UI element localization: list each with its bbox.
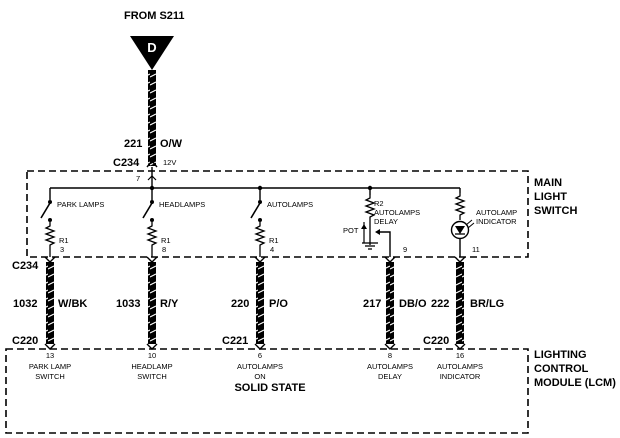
main-light-switch-title-1: MAIN bbox=[534, 177, 562, 189]
autolamps-switch-contact-lower bbox=[258, 218, 262, 222]
park-switch-arm bbox=[40, 202, 51, 219]
connector-c221: C221 bbox=[222, 335, 248, 347]
main-light-switch-title-2: LIGHT bbox=[534, 191, 567, 203]
pot-label: POT bbox=[343, 226, 359, 235]
wire-1032-circuit: 1032 bbox=[13, 298, 37, 310]
lcm-headlamp-line-1: HEADLAMP bbox=[131, 362, 172, 371]
main-light-switch-title-3: SWITCH bbox=[534, 205, 577, 217]
lcm-autolamps-line-2: ON bbox=[254, 372, 265, 381]
wire-1032-color: W/BK bbox=[58, 298, 87, 310]
lcm-pin-13: 13 bbox=[46, 351, 54, 360]
park-resistor-label: R1 bbox=[59, 236, 69, 245]
delay-tap-arrow bbox=[375, 229, 380, 235]
wire-217 bbox=[386, 262, 394, 344]
wire-222-color: BR/LG bbox=[470, 298, 504, 310]
lcm-pin-16: 16 bbox=[456, 351, 464, 360]
wire-217-color: DB/O bbox=[399, 298, 427, 310]
wire-220-circuit: 220 bbox=[231, 298, 249, 310]
feed-color: O/W bbox=[160, 138, 183, 150]
delay-pin: 9 bbox=[403, 245, 407, 254]
lcm-title-1: LIGHTING bbox=[534, 349, 587, 361]
connector-c220-right: C220 bbox=[423, 335, 449, 347]
wire-1033-color: R/Y bbox=[160, 298, 179, 310]
autolamps-switch-contact bbox=[258, 200, 262, 204]
headlamps-switch-contact bbox=[150, 200, 154, 204]
headlamps-switch-arm bbox=[142, 202, 153, 219]
delay-resistor bbox=[364, 195, 376, 245]
feed-pin-mark bbox=[147, 175, 157, 181]
delay-resistor-line-1: AUTOLAMPS bbox=[374, 208, 420, 217]
park-switch-label: PARK LAMPS bbox=[57, 200, 104, 209]
lcm-title-3: MODULE (LCM) bbox=[534, 377, 616, 389]
headlamps-switch-label: HEADLAMPS bbox=[159, 200, 205, 209]
lcm-delay-line-2: DELAY bbox=[378, 372, 402, 381]
connector-c234-bottom: C234 bbox=[12, 260, 39, 272]
main-light-switch-box bbox=[26, 170, 529, 258]
headlamps-pin: 8 bbox=[162, 245, 166, 254]
fuse-triangle bbox=[130, 36, 174, 70]
feed-connector: C234 bbox=[113, 157, 140, 169]
wire-222 bbox=[456, 262, 464, 344]
lcm-title-2: CONTROL bbox=[534, 363, 589, 375]
wire-217-circuit: 217 bbox=[363, 298, 381, 310]
fuse-letter: D bbox=[147, 40, 156, 55]
wire-1033-circuit: 1033 bbox=[116, 298, 140, 310]
wire-1033 bbox=[148, 262, 156, 344]
delay-resistor-label: R2 bbox=[374, 199, 384, 208]
headlamps-resistor-label: R1 bbox=[161, 236, 171, 245]
feed-circuit: 221 bbox=[124, 138, 142, 150]
lcm-indicator-line-2: INDICATOR bbox=[440, 372, 481, 381]
park-pin: 3 bbox=[60, 245, 64, 254]
autolamps-resistor-label: R1 bbox=[269, 236, 279, 245]
lcm-park-line-1: PARK LAMP bbox=[29, 362, 71, 371]
headlamps-resistor bbox=[146, 222, 158, 257]
lcm-box bbox=[5, 348, 529, 434]
lcm-headlamp-line-2: SWITCH bbox=[137, 372, 167, 381]
wire-1032 bbox=[46, 262, 54, 344]
wire-220 bbox=[256, 262, 264, 344]
connector-c220-left: C220 bbox=[12, 335, 38, 347]
delay-resistor-line-2: DELAY bbox=[374, 217, 398, 226]
lcm-pin-6: 6 bbox=[258, 351, 262, 360]
lcm-solid-state: SOLID STATE bbox=[234, 382, 305, 394]
wire-220-color: P/O bbox=[269, 298, 288, 310]
lcm-delay-line-1: AUTOLAMPS bbox=[367, 362, 413, 371]
park-switch-contact bbox=[48, 200, 52, 204]
pot-wiper-icon bbox=[361, 222, 367, 243]
indicator-resistor bbox=[454, 193, 466, 220]
autolamps-resistor bbox=[254, 222, 266, 257]
lcm-pin-10: 10 bbox=[148, 351, 156, 360]
headlamps-switch-contact-lower bbox=[150, 218, 154, 222]
delay-internal-tap bbox=[378, 231, 391, 257]
autolamps-switch-label: AUTOLAMPS bbox=[267, 200, 313, 209]
ground-icon bbox=[362, 242, 378, 250]
indicator-line-2: INDICATOR bbox=[476, 217, 517, 226]
autolamps-pin: 4 bbox=[270, 245, 274, 254]
park-resistor bbox=[44, 222, 56, 257]
autolamps-switch-arm bbox=[250, 202, 261, 219]
lcm-indicator-line-1: AUTOLAMPS bbox=[437, 362, 483, 371]
indicator-pin: 11 bbox=[472, 245, 480, 254]
wire-222-circuit: 222 bbox=[431, 298, 449, 310]
led-indicator-icon bbox=[450, 219, 475, 240]
park-switch-contact-lower bbox=[48, 218, 52, 222]
feed-voltage: 12V bbox=[163, 158, 176, 167]
indicator-line-1: AUTOLAMP bbox=[476, 208, 517, 217]
lcm-autolamps-line-1: AUTOLAMPS bbox=[237, 362, 283, 371]
lcm-park-line-2: SWITCH bbox=[35, 372, 65, 381]
feed-wire bbox=[148, 70, 156, 166]
lcm-pin-8: 8 bbox=[388, 351, 392, 360]
feed-connector-mark bbox=[146, 159, 158, 168]
feed-pin: 7 bbox=[136, 174, 140, 183]
source-label: FROM S211 bbox=[124, 10, 185, 22]
